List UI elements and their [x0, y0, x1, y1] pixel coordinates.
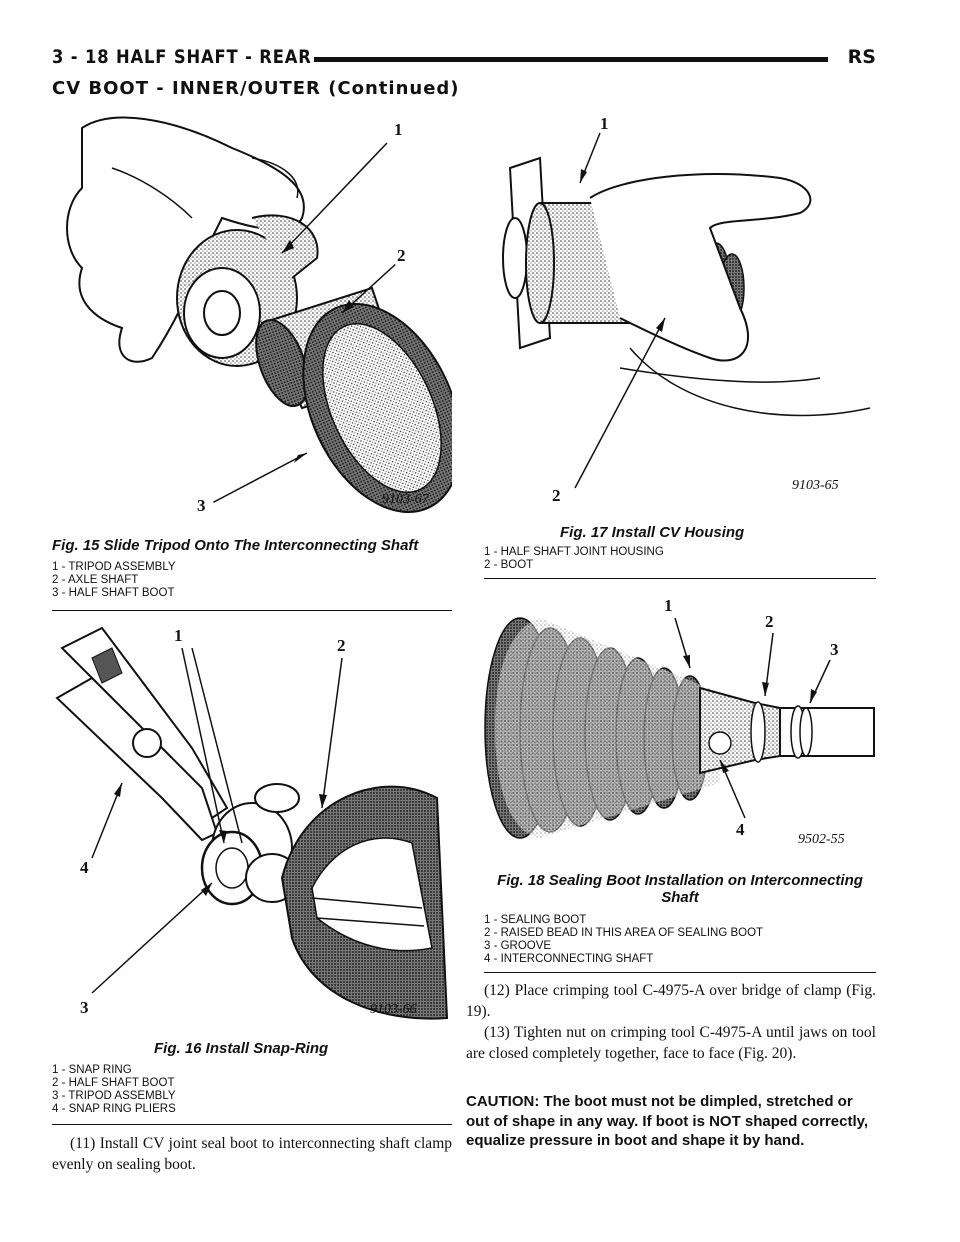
fig16-illustration: 1 2 3 4 9103-66: [52, 618, 452, 1030]
fig16-legend-item: 1 - SNAP RING: [52, 1064, 132, 1076]
steps-12-13: (12) Place crimping tool C-4975-A over b…: [466, 980, 876, 1064]
fig18-illustration: 1 2 3 4 9502-55: [480, 588, 876, 864]
fig16-callout-2: 2: [337, 636, 346, 655]
fig17-code: 9103-65: [792, 478, 839, 493]
fig15-illustration: 1 2 3 9103-67: [52, 108, 452, 528]
fig16-callout-4: 4: [80, 858, 89, 877]
fig16-callout-3: 3: [80, 998, 89, 1017]
fig18-code: 9502-55: [798, 832, 845, 847]
fig16-legend: 1 - SNAP RING 2 - HALF SHAFT BOOT 3 - TR…: [52, 1064, 176, 1116]
fig18-callout-3: 3: [830, 640, 839, 659]
fig15-legend-item: 3 - HALF SHAFT BOOT: [52, 587, 175, 599]
step-13: (13) Tighten nut on crimping tool C-4975…: [466, 1024, 876, 1062]
fig15-caption: Fig. 15 Slide Tripod Onto The Interconne…: [52, 537, 419, 554]
fig18-callout-1: 1: [664, 596, 673, 615]
fig16-rule: [52, 1124, 452, 1125]
fig16-caption: Fig. 16 Install Snap-Ring: [154, 1040, 329, 1057]
fig15-callout-2: 2: [397, 246, 406, 265]
brand-code: RS: [847, 46, 876, 68]
fig16-callout-1: 1: [174, 626, 183, 645]
fig17-legend-item: 2 - BOOT: [484, 559, 534, 571]
fig18-rule: [484, 972, 876, 973]
fig18-legend-item: 1 - SEALING BOOT: [484, 914, 587, 926]
caution-note: CAUTION: The boot must not be dimpled, s…: [466, 1093, 869, 1149]
fig17-caption: Fig. 17 Install CV Housing: [560, 524, 745, 541]
fig17-callout-1: 1: [600, 114, 609, 133]
fig16-legend-item: 3 - TRIPOD ASSEMBLY: [52, 1090, 176, 1102]
fig16-legend-item: 4 - SNAP RING PLIERS: [52, 1103, 176, 1115]
fig18-legend: 1 - SEALING BOOT 2 - RAISED BEAD IN THIS…: [484, 914, 763, 966]
section-title: 3 - 18 HALF SHAFT - REAR: [52, 46, 312, 68]
page-header: 3 - 18 HALF SHAFT - REAR RS: [52, 44, 880, 74]
header-rule: [314, 57, 828, 62]
fig16-code: 9103-66: [370, 1002, 417, 1017]
fig15-legend: 1 - TRIPOD ASSEMBLY 2 - AXLE SHAFT 3 - H…: [52, 561, 176, 600]
fig16-legend-item: 2 - HALF SHAFT BOOT: [52, 1077, 175, 1089]
fig18-legend-item: 2 - RAISED BEAD IN THIS AREA OF SEALING …: [484, 927, 764, 939]
fig15-rule: [52, 610, 452, 611]
step-11: (11) Install CV joint seal boot to inter…: [52, 1135, 452, 1173]
fig15-legend-item: 1 - TRIPOD ASSEMBLY: [52, 561, 176, 573]
fig18-caption: Fig. 18 Sealing Boot Installation on Int…: [497, 872, 863, 906]
fig17-rule: [484, 578, 876, 579]
step-12: (12) Place crimping tool C-4975-A over b…: [466, 982, 876, 1020]
fig18-legend-item: 3 - GROOVE: [484, 940, 552, 952]
fig15-callout-1: 1: [394, 120, 403, 139]
fig17-callout-2: 2: [552, 486, 561, 505]
fig15-callout-3: 3: [197, 496, 206, 515]
continued-title: CV BOOT - INNER/OUTER (Continued): [52, 78, 460, 99]
fig18-legend-item: 4 - INTERCONNECTING SHAFT: [484, 953, 654, 965]
fig17-legend: 1 - HALF SHAFT JOINT HOUSING 2 - BOOT: [484, 546, 664, 572]
fig15-code: 9103-67: [382, 492, 429, 507]
fig17-legend-item: 1 - HALF SHAFT JOINT HOUSING: [484, 546, 664, 558]
fig17-illustration: 1 2 9103-65: [480, 108, 876, 518]
fig18-callout-4: 4: [736, 820, 745, 839]
fig18-callout-2: 2: [765, 612, 774, 631]
fig15-legend-item: 2 - AXLE SHAFT: [52, 574, 139, 586]
